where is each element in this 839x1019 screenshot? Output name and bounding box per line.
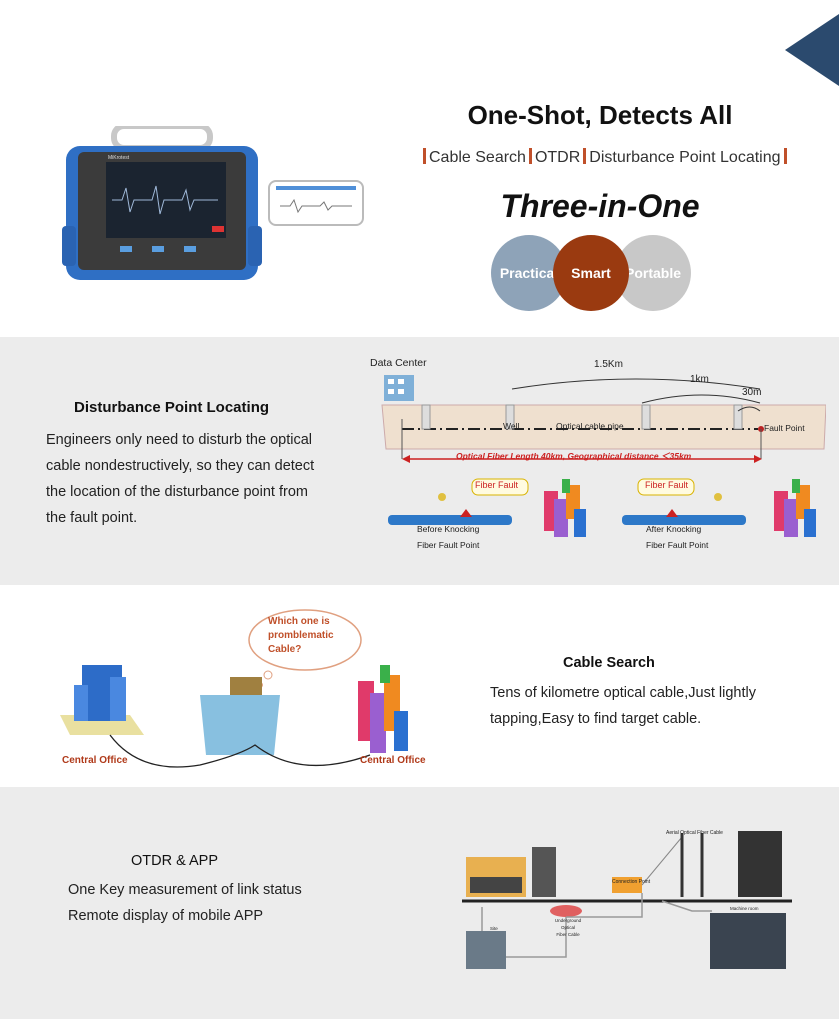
device-brand-label: MiKrotest [108,155,130,161]
body-line: tapping,Easy to find target cable. [490,711,702,727]
after-knocking-label: After Knocking [646,524,702,534]
data-center-label: Data Center [370,357,427,369]
underground-line: Optical [560,925,575,930]
practical-label: Practical [499,265,559,281]
distance-1km-label: 1km [690,374,709,385]
distance-1-5km-label: 1.5Km [594,359,623,370]
underground-line: Underground [554,918,582,923]
smart-label: Smart [571,265,611,281]
thought-bubble: Which one is promblematic Cable? [268,615,334,657]
bubble-line: Cable? [268,644,302,655]
mobile-phone-image [268,180,364,226]
otdr-heading: OTDR & APP [131,853,219,869]
body-line: the location of the disturbance point fr… [46,484,308,500]
otdr-section: OTDR & APP One Key measurement of link s… [0,787,839,1019]
cable-search-section: Which one is promblematic Cable? Central… [0,585,839,787]
underground-line: Fiber Cable [556,932,580,937]
otdr-body: One Key measurement of link status Remot… [68,877,388,929]
fiber-fault-tag-after: Fiber Fault [645,480,689,490]
connection-point-label: Connection Point [612,879,651,885]
length-note: Optical Fiber Length 40km, Geographical … [456,451,692,461]
feature-disturbance: Disturbance Point Locating [589,149,781,166]
feature-list: Cable Search OTDR Disturbance Point Locati… [420,148,820,167]
central-office-right-label: Central Office [360,755,426,766]
well-label: Well [503,421,520,431]
separator-bar [423,148,426,164]
cable-search-body: Tens of kilometre optical cable,Just lig… [490,680,810,732]
corner-triangle-decoration [785,14,839,86]
separator-bar [583,148,587,164]
hero-section: MiKrotest One-Shot, Detects All Cable Se… [0,0,839,337]
disturbance-body: Engineers only need to disturb the optic… [46,427,346,531]
body-line: Engineers only need to disturb the optic… [46,432,313,448]
machine-room-label: Machine room [730,906,759,911]
central-office-left-label: Central Office [62,755,128,766]
fault-point-label: Fault Point [764,423,805,433]
body-line: Tens of kilometre optical cable,Just lig… [490,685,756,701]
bubble-line: Which one is [268,616,330,627]
cable-search-heading: Cable Search [563,655,655,671]
smart-circle: Smart [553,235,629,311]
fault-location-diagram [381,375,826,537]
three-in-one-tagline: Three-in-One [500,188,700,224]
separator-bar [783,148,787,164]
feature-otdr: OTDR [534,149,581,166]
after-fault-point-label: Fiber Fault Point [646,540,709,550]
body-line: the fault point. [46,510,138,526]
body-line: Remote display of mobile APP [68,908,264,924]
body-line: cable nondestructively, so they can dete… [46,458,315,474]
body-line: One Key measurement of link status [68,882,302,898]
pipe-label: Optical cable pipe [556,421,624,431]
site-label: Site [490,926,498,931]
hero-title: One-Shot, Detects All [467,100,733,130]
separator-bar [528,148,532,164]
bubble-line: promblematic [268,630,334,641]
underground-cable-label: Underground Optical Fiber Cable [554,917,582,938]
aerial-cable-label: Aerial Optical Fiber Cable [666,830,723,836]
disturbance-section: Disturbance Point Locating Engineers onl… [0,337,839,585]
distance-30m-label: 30m [742,387,762,398]
otdr-device-image: MiKrotest [62,126,262,280]
otdr-network-diagram [462,831,792,969]
before-fault-point-label: Fiber Fault Point [417,540,480,550]
portable-label: Portable [624,265,681,281]
fiber-fault-tag-before: Fiber Fault [475,480,519,490]
feature-cable-search: Cable Search [429,149,526,166]
disturbance-heading: Disturbance Point Locating [74,399,270,416]
cable-search-diagram [60,609,408,768]
before-knocking-label: Before Knocking [417,524,480,534]
